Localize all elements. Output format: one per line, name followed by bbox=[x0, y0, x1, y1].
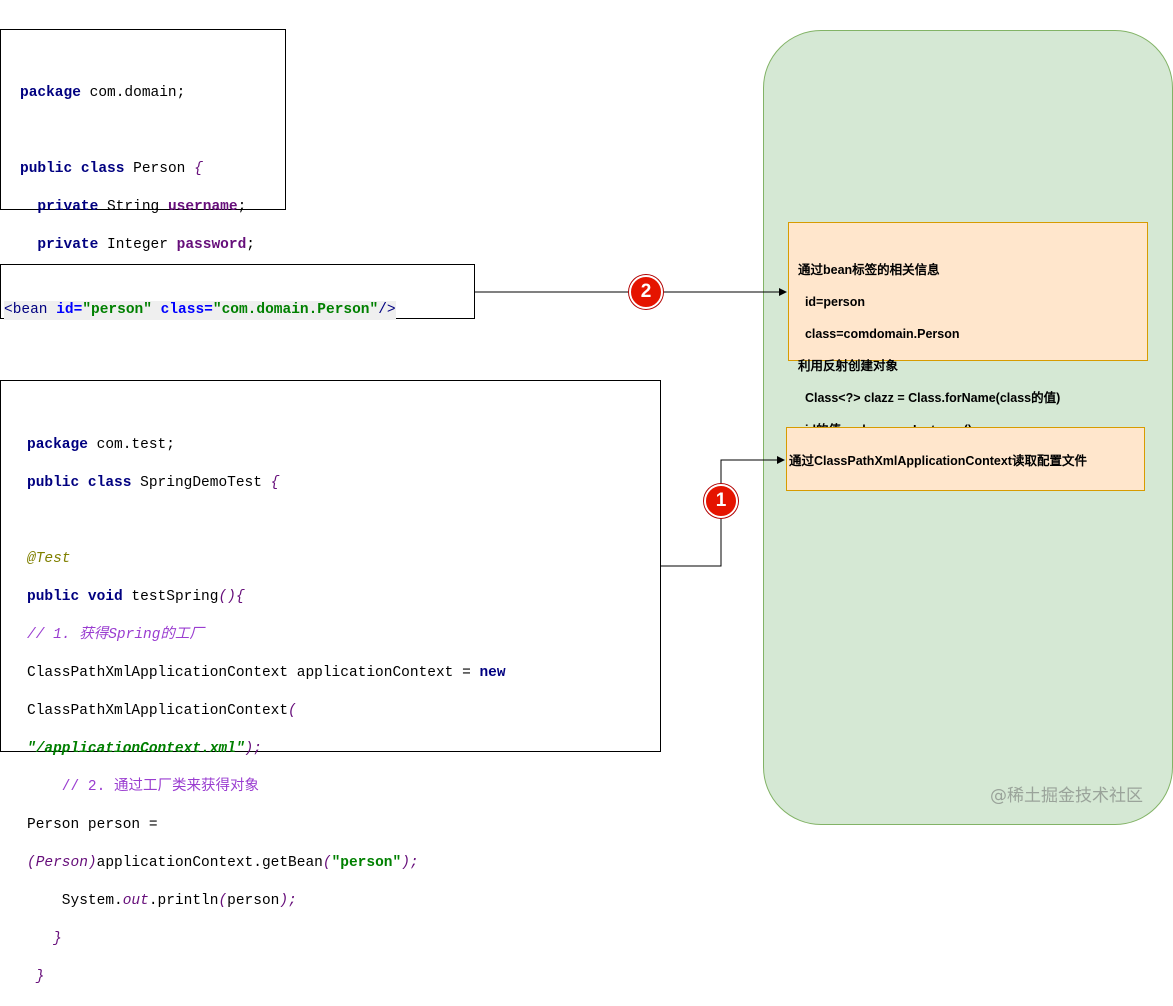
test-class-box: package com.test; public class SpringDem… bbox=[0, 380, 661, 985]
reflection-note: 通过bean标签的相关信息 id=person class=comdomain.… bbox=[788, 222, 1148, 437]
bean-xml-box: <bean id="person" class="com.domain.Pers… bbox=[0, 264, 475, 320]
note-text: 通过ClassPathXmlApplicationContext读取配置文件 bbox=[789, 454, 1087, 468]
step-2-badge: 2 bbox=[629, 275, 663, 309]
note-line: 通过bean标签的相关信息 bbox=[798, 263, 940, 277]
code-line: package com.domain; bbox=[20, 85, 186, 101]
note-line: id=person bbox=[798, 295, 866, 309]
code-line: @Test bbox=[27, 551, 71, 567]
step-1-badge: 1 bbox=[704, 484, 738, 518]
code-line: (Person)applicationContext.getBean("pers… bbox=[27, 855, 419, 871]
code-line: public void testSpring(){ bbox=[27, 589, 245, 605]
code-line: private String username; bbox=[37, 199, 247, 215]
code-line: public class SpringDemoTest { bbox=[27, 475, 280, 491]
code-line: // 1. 获得Spring的工厂 bbox=[27, 627, 204, 643]
code-line: // 2. 通过工厂类来获得对象 bbox=[27, 779, 260, 795]
watermark: @稀土掘金技术社区 bbox=[990, 786, 1143, 806]
code-line: package com.test; bbox=[27, 437, 175, 453]
xml-line: <bean id="person" class="com.domain.Pers… bbox=[4, 301, 396, 320]
code-line: ClassPathXmlApplicationContext applicati… bbox=[27, 665, 506, 681]
code-line: } bbox=[35, 969, 45, 985]
note-line: Class<?> clazz = Class.forName(class的值) bbox=[798, 391, 1061, 405]
code-line: ClassPathXmlApplicationContext( bbox=[27, 703, 297, 719]
note-line: class=comdomain.Person bbox=[798, 327, 960, 341]
read-config-note: 通过ClassPathXmlApplicationContext读取配置文件 bbox=[786, 427, 1145, 491]
code-line: public class Person { bbox=[20, 161, 203, 177]
note-line: 利用反射创建对象 bbox=[798, 359, 899, 373]
code-line: System.out.println(person); bbox=[27, 893, 297, 909]
connector-layer bbox=[475, 288, 787, 567]
person-class-box: package com.domain; public class Person … bbox=[0, 29, 286, 291]
code-line: private Integer password; bbox=[37, 237, 255, 253]
code-line: } bbox=[53, 931, 62, 947]
code-line: "/applicationContext.xml"); bbox=[27, 741, 262, 757]
